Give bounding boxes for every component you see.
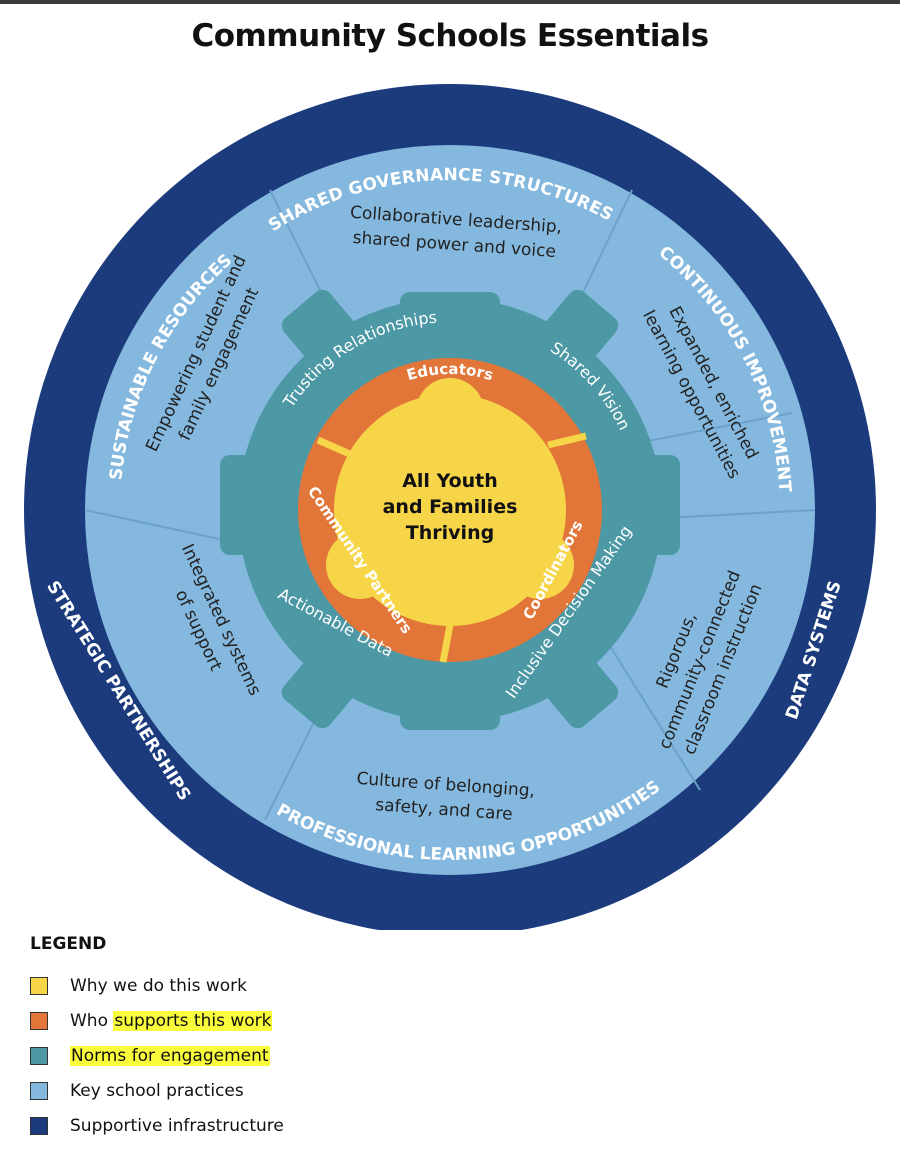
essentials-diagram: All Youth and Families Thriving Educator… — [24, 84, 876, 930]
legend-item-why: Why we do this work — [30, 968, 284, 1003]
legend-label-norms: Norms for engagement — [70, 1045, 270, 1066]
legend-item-who: Who supports this work — [30, 1003, 284, 1038]
legend-title: LEGEND — [30, 934, 107, 954]
legend-item-infrastructure: Supportive infrastructure — [30, 1108, 284, 1143]
center-text-line3: Thriving — [406, 522, 494, 544]
legend-swatch-yellow — [30, 976, 48, 995]
legend: LEGEND Why we do this work Who supports … — [30, 934, 284, 1143]
who-dividers — [316, 432, 587, 663]
page-title: Community Schools Essentials — [191, 18, 709, 54]
legend-swatch-navy — [30, 1116, 48, 1135]
center-text-line1: All Youth — [402, 470, 498, 492]
legend-label-infrastructure: Supportive infrastructure — [70, 1115, 284, 1136]
top-rule — [0, 0, 900, 4]
legend-label-who: Who supports this work — [70, 1010, 273, 1031]
center-core — [326, 378, 574, 626]
legend-item-norms: Norms for engagement — [30, 1038, 284, 1073]
legend-swatch-teal — [30, 1046, 48, 1065]
legend-label-practices: Key school practices — [70, 1080, 244, 1101]
legend-label-why: Why we do this work — [70, 975, 247, 996]
center-text-line2: and Families — [383, 496, 518, 518]
legend-swatch-light-blue — [30, 1081, 48, 1100]
legend-item-practices: Key school practices — [30, 1073, 284, 1108]
legend-swatch-orange — [30, 1011, 48, 1030]
